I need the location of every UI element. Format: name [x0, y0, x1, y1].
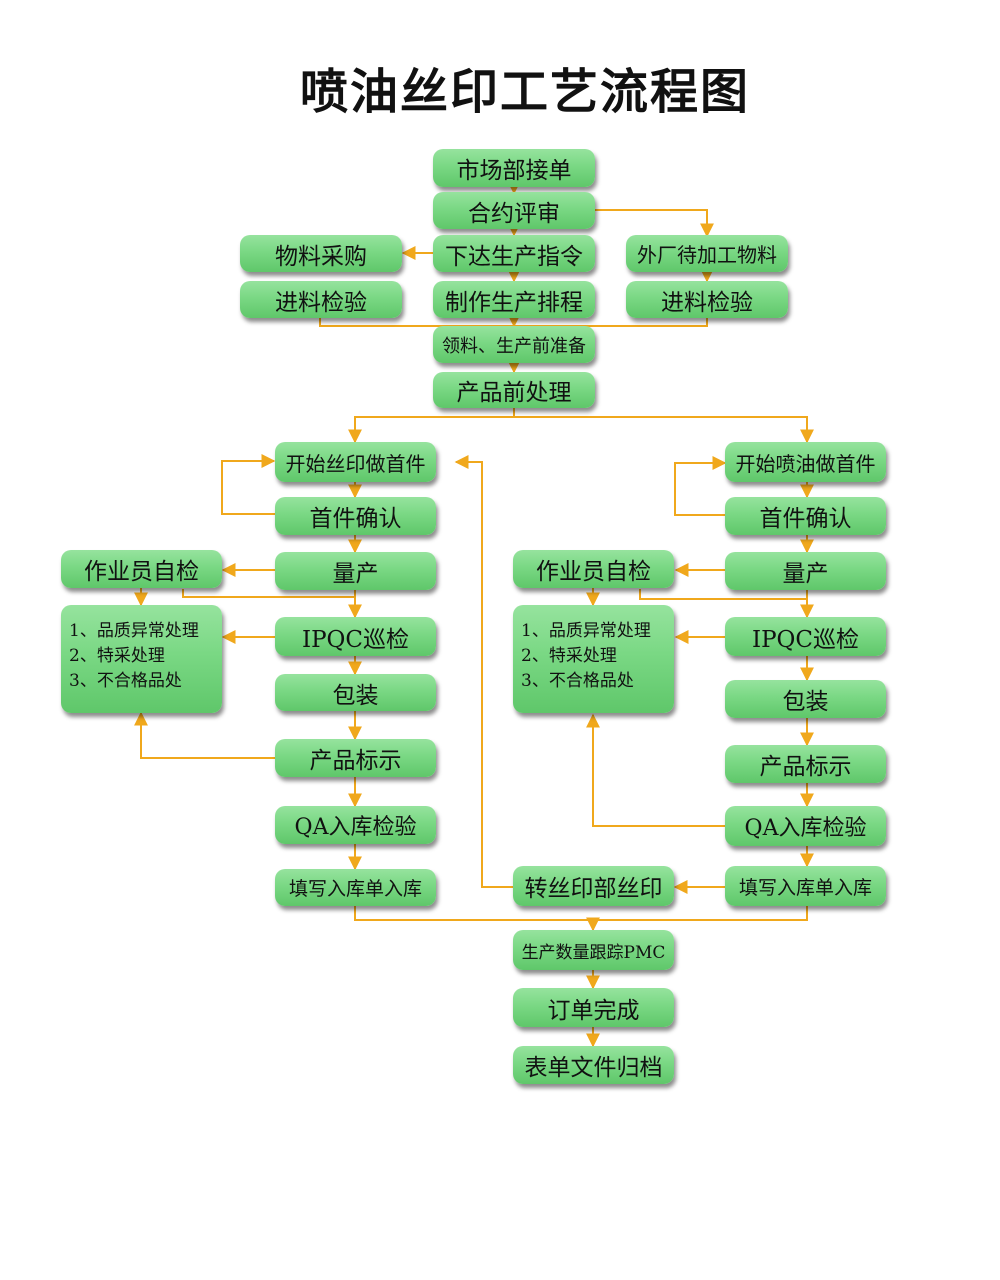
quality-item-2: 2、特采处理 — [69, 646, 165, 666]
node-qa-inspection-right: QA入库检验 — [725, 806, 886, 846]
edge — [454, 455, 514, 888]
node-quality-handling-left: 1、品质异常处理 2、特采处理 3、不合格品处 — [61, 605, 222, 713]
node-product-label-left: 产品标示 — [275, 739, 436, 777]
node-order-complete: 订单完成 — [513, 988, 674, 1027]
node-pmc-tracking: 生产数量跟踪PMC — [513, 930, 674, 970]
edge — [639, 589, 807, 600]
quality-item-3: 3、不合格品处 — [69, 671, 182, 691]
node-operator-selfcheck-left: 作业员自检 — [61, 550, 222, 588]
node-quality-handling-right: 1、品质异常处理 2、特采处理 3、不合格品处 — [513, 605, 674, 713]
node-incoming-inspection-right: 进料检验 — [626, 281, 788, 318]
edge — [594, 209, 714, 238]
node-warehouse-entry-right: 填写入库单入库 — [725, 866, 886, 906]
node-warehouse-entry-left: 填写入库单入库 — [275, 869, 436, 906]
edge — [182, 589, 355, 598]
node-ipqc-right: IPQC巡检 — [725, 617, 886, 656]
node-mass-production-right: 量产 — [725, 552, 886, 590]
node-incoming-inspection-left: 进料检验 — [240, 281, 402, 318]
edge — [586, 713, 725, 827]
node-transfer-to-silk: 转丝印部丝印 — [513, 866, 674, 906]
node-packing-left: 包装 — [275, 674, 436, 711]
quality-item-3: 3、不合格品处 — [521, 671, 634, 691]
node-ipqc-left: IPQC巡检 — [275, 617, 436, 656]
node-qa-inspection-left: QA入库检验 — [275, 806, 436, 844]
node-contract-review: 合约评审 — [433, 192, 595, 229]
node-material-purchase: 物料采购 — [240, 235, 402, 272]
node-first-article-confirm-left: 首件确认 — [275, 497, 436, 535]
edge — [514, 416, 814, 444]
node-production-schedule: 制作生产排程 — [433, 281, 595, 318]
node-archive: 表单文件归档 — [513, 1046, 674, 1084]
node-market-order: 市场部接单 — [433, 149, 595, 187]
node-product-label-right: 产品标示 — [725, 745, 886, 783]
edge — [134, 711, 276, 759]
edge — [221, 454, 277, 515]
quality-item-1: 1、品质异常处理 — [521, 621, 651, 641]
edge — [674, 456, 727, 516]
node-pretreatment: 产品前处理 — [433, 372, 595, 408]
node-packing-right: 包装 — [725, 680, 886, 718]
page-title: 喷油丝印工艺流程图 — [299, 64, 750, 120]
node-first-article-confirm-right: 首件确认 — [725, 497, 886, 535]
edge — [348, 408, 515, 444]
node-material-preparation: 领料、生产前准备 — [433, 326, 595, 363]
node-operator-selfcheck-right: 作业员自检 — [513, 550, 674, 588]
node-production-order: 下达生产指令 — [433, 235, 595, 272]
edge — [354, 906, 808, 921]
node-spray-first-article: 开始喷油做首件 — [725, 442, 886, 482]
edge — [319, 318, 514, 327]
node-silk-first-article: 开始丝印做首件 — [275, 442, 436, 482]
node-mass-production-left: 量产 — [275, 552, 436, 590]
node-external-material: 外厂待加工物料 — [626, 235, 788, 272]
quality-item-1: 1、品质异常处理 — [69, 621, 199, 641]
edge — [514, 318, 708, 327]
quality-item-2: 2、特采处理 — [521, 646, 617, 666]
